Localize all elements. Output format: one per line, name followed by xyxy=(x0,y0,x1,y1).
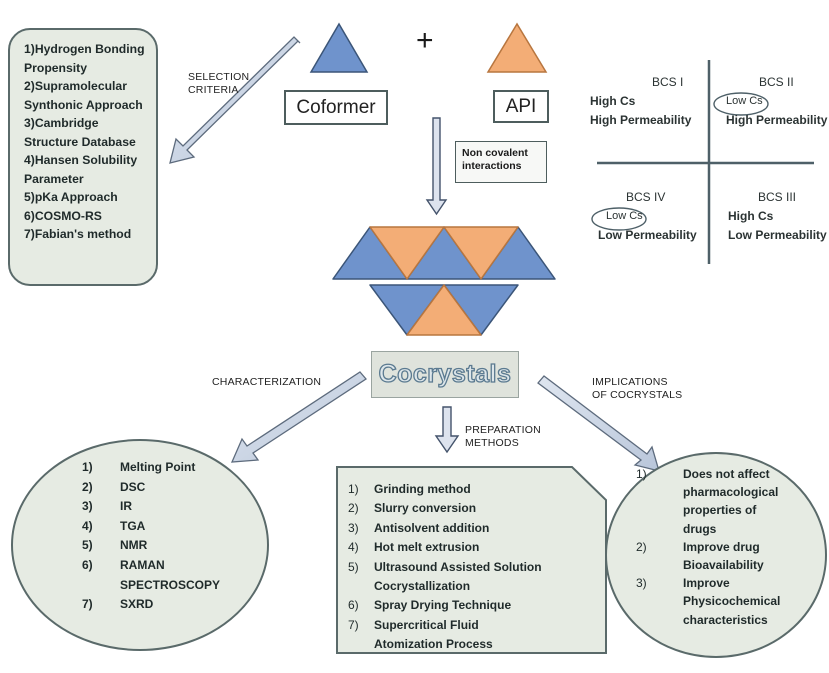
characterization-arrow xyxy=(230,371,367,463)
bcs-iv-line2: Low Permeability xyxy=(598,228,697,242)
cocrystal-lattice xyxy=(332,226,556,336)
preparation-label-line1: PREPARATION xyxy=(465,424,541,436)
bcs-i-quadrant: BCS I High Cs High Permeability xyxy=(590,73,691,130)
implications-list: 1)Does not affect pharmacological proper… xyxy=(636,465,780,629)
selection-item: 4)Hansen Solubility xyxy=(24,153,138,167)
list-item: 2)Improve drug xyxy=(636,539,760,554)
list-item: 1)Grinding method xyxy=(348,482,471,496)
list-item: 5)Ultrasound Assisted Solution xyxy=(348,559,542,574)
list-item: properties of xyxy=(683,503,757,518)
list-item: 5)NMR xyxy=(82,538,148,553)
api-triangle xyxy=(486,22,548,73)
selection-item: 7)Fabian's method xyxy=(24,227,132,241)
list-item: Bioavailability xyxy=(683,558,764,573)
preparation-arrow xyxy=(434,406,460,454)
bcs-i-line2: High Permeability xyxy=(590,113,692,127)
list-item: 1)Does not affect xyxy=(636,467,770,481)
noncovalent-interactions-label: Non covalent interactions xyxy=(455,141,547,183)
implications-arrow xyxy=(537,375,660,472)
bcs-iii-title: BCS III xyxy=(758,190,797,204)
plus-sign: + xyxy=(416,24,434,57)
bcs-iv-line1: Low Cs xyxy=(606,210,643,222)
bcs-ii-title: BCS II xyxy=(759,75,794,89)
list-item: Atomization Process xyxy=(374,637,493,652)
list-item: SPECTROSCOPY xyxy=(120,577,221,592)
bcs-ii-lowcs-highlight xyxy=(713,92,769,116)
bcs-iii-line2: Low Permeability xyxy=(728,228,827,242)
list-item: pharmacological xyxy=(683,485,779,500)
cocrystals-title: Cocrystals xyxy=(378,359,512,388)
preparation-panel xyxy=(336,466,607,654)
list-item: 4)Hot melt extrusion xyxy=(348,540,480,555)
coformer-label: Coformer xyxy=(284,90,388,125)
list-item: characteristics xyxy=(683,612,768,627)
selection-criteria-panel: 1)Hydrogen Bonding Propensity 2)Supramol… xyxy=(8,28,158,286)
list-item: 6)Spray Drying Technique xyxy=(348,598,512,613)
list-item: drugs xyxy=(683,521,717,536)
implications-label: IMPLICATIONS OF COCRYSTALS xyxy=(592,376,682,402)
selection-label-line1: SELECTION xyxy=(188,71,250,83)
selection-label-line2: CRITERIA xyxy=(188,84,239,96)
list-item: 2)Slurry conversion xyxy=(348,501,477,516)
selection-item: 6)COSMO-RS xyxy=(24,208,102,223)
selection-item: Parameter xyxy=(24,171,84,186)
bcs-iv-quadrant: BCS IV Low Cs Low Permeability xyxy=(598,188,697,245)
list-item: 7)Supercritical Fluid xyxy=(348,617,479,632)
implications-label-line1: IMPLICATIONS xyxy=(592,376,668,388)
selection-item: 2)Supramolecular xyxy=(24,79,127,93)
list-item: Cocrystallization xyxy=(374,579,471,594)
bcs-ii-line2: High Permeability xyxy=(726,113,828,127)
bcs-iv-lowcs-highlight xyxy=(591,207,647,231)
selection-criteria-label: SELECTION CRITERIA xyxy=(188,71,249,97)
bcs-i-line1: High Cs xyxy=(590,94,636,108)
preparation-label-line2: METHODS xyxy=(465,437,519,449)
list-item: 2)DSC xyxy=(82,479,146,494)
bcs-ii-quadrant: BCS II Low Cs High Permeability xyxy=(726,73,827,130)
characterization-panel xyxy=(11,439,269,651)
coformer-triangle xyxy=(309,22,369,73)
preparation-list: 1)Grinding method 2)Slurry conversion 3)… xyxy=(348,480,542,655)
bcs-iv-title: BCS IV xyxy=(626,190,666,204)
bcs-ii-line1: Low Cs xyxy=(726,95,763,107)
implications-panel xyxy=(605,452,827,658)
list-item: 3)Improve xyxy=(636,576,730,591)
characterization-list: 1)Melting Point 2)DSC 3)IR 4)TGA 5)NMR 6… xyxy=(82,458,220,615)
selection-item: 5)pKa Approach xyxy=(24,190,118,204)
down-arrow-to-cocrystal xyxy=(425,117,448,216)
list-item: 1)Melting Point xyxy=(82,460,196,474)
selection-item: Propensity xyxy=(24,60,87,75)
preparation-label: PREPARATION METHODS xyxy=(465,424,541,450)
selection-item: Synthonic Approach xyxy=(24,97,143,112)
bcs-iii-line1: High Cs xyxy=(728,209,774,223)
list-item: Physicochemical xyxy=(683,594,781,609)
cocrystals-title-box: Cocrystals xyxy=(371,351,519,398)
characterization-label: CHARACTERIZATION xyxy=(212,376,322,388)
list-item: 3)Antisolvent addition xyxy=(348,520,490,535)
list-item: 6)RAMAN xyxy=(82,557,165,572)
selection-arrow xyxy=(169,36,301,164)
selection-item: 1)Hydrogen Bonding xyxy=(24,42,145,56)
bcs-i-title: BCS I xyxy=(652,75,684,89)
api-label: API xyxy=(493,90,549,123)
selection-item: Structure Database xyxy=(24,134,136,149)
bcs-iii-quadrant: BCS III High Cs Low Permeability xyxy=(728,188,827,245)
list-item: 3)IR xyxy=(82,499,132,514)
implications-label-line2: OF COCRYSTALS xyxy=(592,389,683,401)
list-item: 7)SXRD xyxy=(82,597,154,612)
list-item: 4)TGA xyxy=(82,518,146,533)
selection-item: 3)Cambridge xyxy=(24,116,99,130)
